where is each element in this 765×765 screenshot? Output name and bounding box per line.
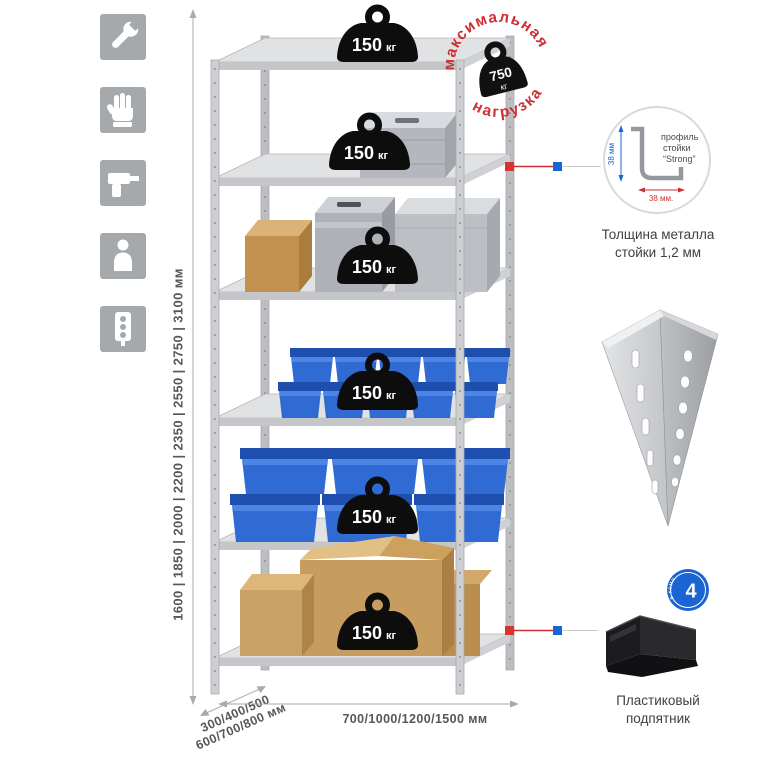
drill-icon <box>100 160 146 206</box>
cardboard-box-small <box>245 220 312 292</box>
connector-square-blue-top <box>553 162 562 171</box>
height-dimensions-label: 1600 | 1850 | 2000 | 2200 | 2350 | 2550 … <box>170 268 186 621</box>
foot-caption: Пластиковый подпятник <box>616 693 700 726</box>
svg-text:38 мм: 38 мм <box>607 143 616 165</box>
svg-text:стойки: стойки <box>663 143 691 153</box>
profile-cross-section-drawing <box>631 126 684 181</box>
plastic-foot-image <box>605 615 698 677</box>
included-count-badge: в комплекте 4 <box>664 564 710 612</box>
power-strip-icon <box>100 306 146 352</box>
angle-post-image <box>601 309 719 527</box>
gloves-icon <box>100 87 146 133</box>
width-dimensions-label: 700/1000/1200/1500 мм <box>342 712 488 726</box>
post-profile-callout: 38 мм 38 мм. профиль стойки “Strong” <box>603 106 711 214</box>
svg-text:38 мм.: 38 мм. <box>649 194 673 203</box>
profile-caption: Толщина металла стойки 1,2 мм <box>601 227 715 260</box>
svg-text:профиль: профиль <box>661 132 699 142</box>
wrench-icon <box>100 14 146 60</box>
connector-square-blue-bottom <box>553 626 562 635</box>
svg-text:кг: кг <box>499 81 508 92</box>
svg-text:750: 750 <box>488 64 513 84</box>
svg-text:“Strong”: “Strong” <box>663 154 696 164</box>
svg-text:4: 4 <box>685 581 697 603</box>
person-icon <box>100 233 146 279</box>
